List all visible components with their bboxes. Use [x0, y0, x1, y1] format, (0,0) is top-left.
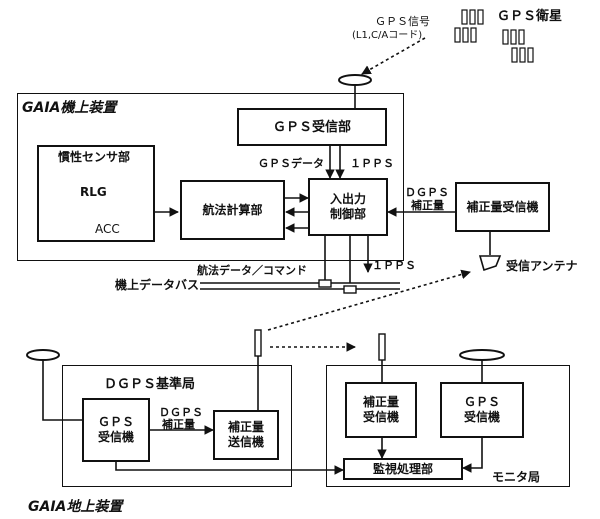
monitor-processor-box: 監視処理部	[343, 458, 463, 480]
gps-receiver-box: ＧＰＳ受信部	[237, 108, 387, 146]
receive-antenna-label: 受信アンテナ	[506, 259, 578, 273]
monitor-correction-receiver-box: 補正量 受信機	[345, 382, 417, 438]
ground-dgps-label: ＤＧＰＳ	[159, 406, 203, 419]
nav-data-command-label: 航法データ／コマンド	[197, 264, 307, 277]
correction-transmitter-line1: 補正量	[227, 420, 264, 434]
monitor-gps-antenna	[459, 349, 505, 361]
nav-computer-box: 航法計算部	[180, 180, 285, 240]
receive-antenna-icon	[478, 255, 502, 272]
monitor-rx-antenna	[378, 333, 386, 361]
monitor-station-label: モニタ局	[492, 470, 541, 484]
inertial-sensor-box	[37, 145, 155, 242]
correction-transmitter-box: 補正量 送信機	[213, 410, 279, 460]
gps-receiver-label: ＧＰＳ受信部	[272, 119, 351, 135]
base-gps-receiver-line1: ＧＰＳ	[97, 415, 134, 429]
dgps-base-station-frame	[62, 365, 292, 487]
bus-connector	[343, 285, 357, 294]
airborne-equipment-frame	[17, 93, 404, 261]
inertial-sensor-label: 慣性センサ部	[58, 150, 131, 164]
tx-antenna	[254, 329, 262, 357]
gps-satellite-icon	[454, 9, 534, 63]
io-control-line2: 制御部	[329, 207, 366, 221]
pps-label-2: １ＰＰＳ	[372, 259, 416, 272]
bus-connector	[318, 279, 332, 288]
data-bus-label: 機上データバス	[115, 278, 200, 292]
gps-data-label: ＧＰＳデータ	[258, 157, 324, 170]
base-gps-receiver-box: ＧＰＳ 受信機	[82, 398, 150, 462]
monitor-gps-receiver-box: ＧＰＳ 受信機	[440, 382, 524, 438]
monitor-correction-receiver-line1: 補正量	[362, 395, 399, 409]
pps-label-1: １ＰＰＳ	[350, 157, 394, 170]
correction-transmitter-line2: 送信機	[227, 435, 264, 449]
airborne-gps-antenna	[338, 74, 372, 86]
rlg-label: RLG	[80, 185, 107, 199]
airborne-title: GAIA機上装置	[22, 100, 117, 116]
gps-signal-label: ＧＰＳ信号	[375, 15, 430, 28]
monitor-station-frame	[326, 365, 570, 487]
dgps-base-label: ＤＧＰＳ基準局	[104, 377, 196, 392]
acc-label: ACC	[95, 222, 120, 236]
nav-computer-label: 航法計算部	[202, 202, 263, 217]
monitor-gps-receiver-line1: ＧＰＳ	[463, 395, 500, 409]
base-gps-receiver-line2: 受信機	[97, 430, 134, 444]
ground-correction-label: 補正量	[162, 418, 195, 431]
io-control-line1: 入出力	[329, 192, 366, 206]
correction-label: 補正量	[411, 199, 444, 212]
io-control-box: 入出力 制御部	[308, 178, 388, 236]
gps-signal-code-label: (L1,C/Aコード)	[352, 30, 423, 41]
gps-satellite-label: ＧＰＳ衛星	[497, 9, 563, 24]
correction-receiver-box: 補正量受信機	[455, 182, 550, 232]
monitor-processor-label: 監視処理部	[372, 461, 433, 476]
monitor-gps-receiver-line2: 受信機	[463, 410, 500, 424]
dgps-label: ＤＧＰＳ	[405, 186, 449, 199]
monitor-correction-receiver-line2: 受信機	[362, 410, 399, 424]
base-gps-antenna	[26, 349, 60, 361]
correction-receiver-label: 補正量受信機	[466, 199, 539, 214]
ground-title: GAIA地上装置	[28, 499, 123, 515]
